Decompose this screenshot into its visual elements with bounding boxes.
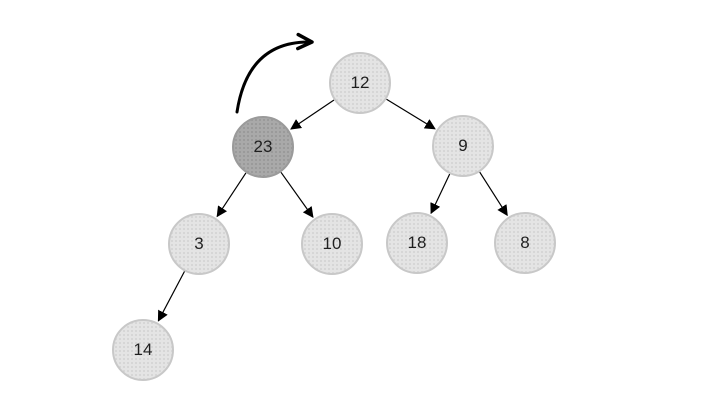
swap-arrow-icon [235, 32, 314, 114]
edge-12-9 [386, 98, 436, 130]
node-value: 18 [407, 233, 427, 252]
edge-12-23 [290, 99, 335, 130]
node-value: 14 [133, 340, 153, 359]
edge-9-8 [479, 171, 508, 217]
tree-node-10[interactable]: 10 [301, 213, 363, 275]
node-value: 8 [520, 233, 530, 252]
tree-node-8[interactable]: 8 [494, 212, 556, 274]
tree-node-9[interactable]: 9 [432, 115, 494, 177]
tree-node-3[interactable]: 3 [168, 213, 230, 275]
node-value: 9 [458, 136, 468, 155]
edge-9-18 [430, 173, 451, 215]
edge-3-14 [157, 271, 186, 322]
edge-23-3 [216, 172, 247, 218]
node-value: 3 [194, 234, 204, 253]
tree-node-14[interactable]: 14 [112, 319, 174, 381]
node-value: 12 [350, 73, 370, 92]
tree-node-18[interactable]: 18 [386, 212, 448, 274]
edge-23-10 [280, 171, 314, 218]
tree-node-12[interactable]: 12 [329, 52, 391, 114]
node-value: 23 [253, 137, 273, 156]
node-value: 10 [322, 234, 342, 253]
tree-node-23[interactable]: 23 [232, 116, 294, 178]
